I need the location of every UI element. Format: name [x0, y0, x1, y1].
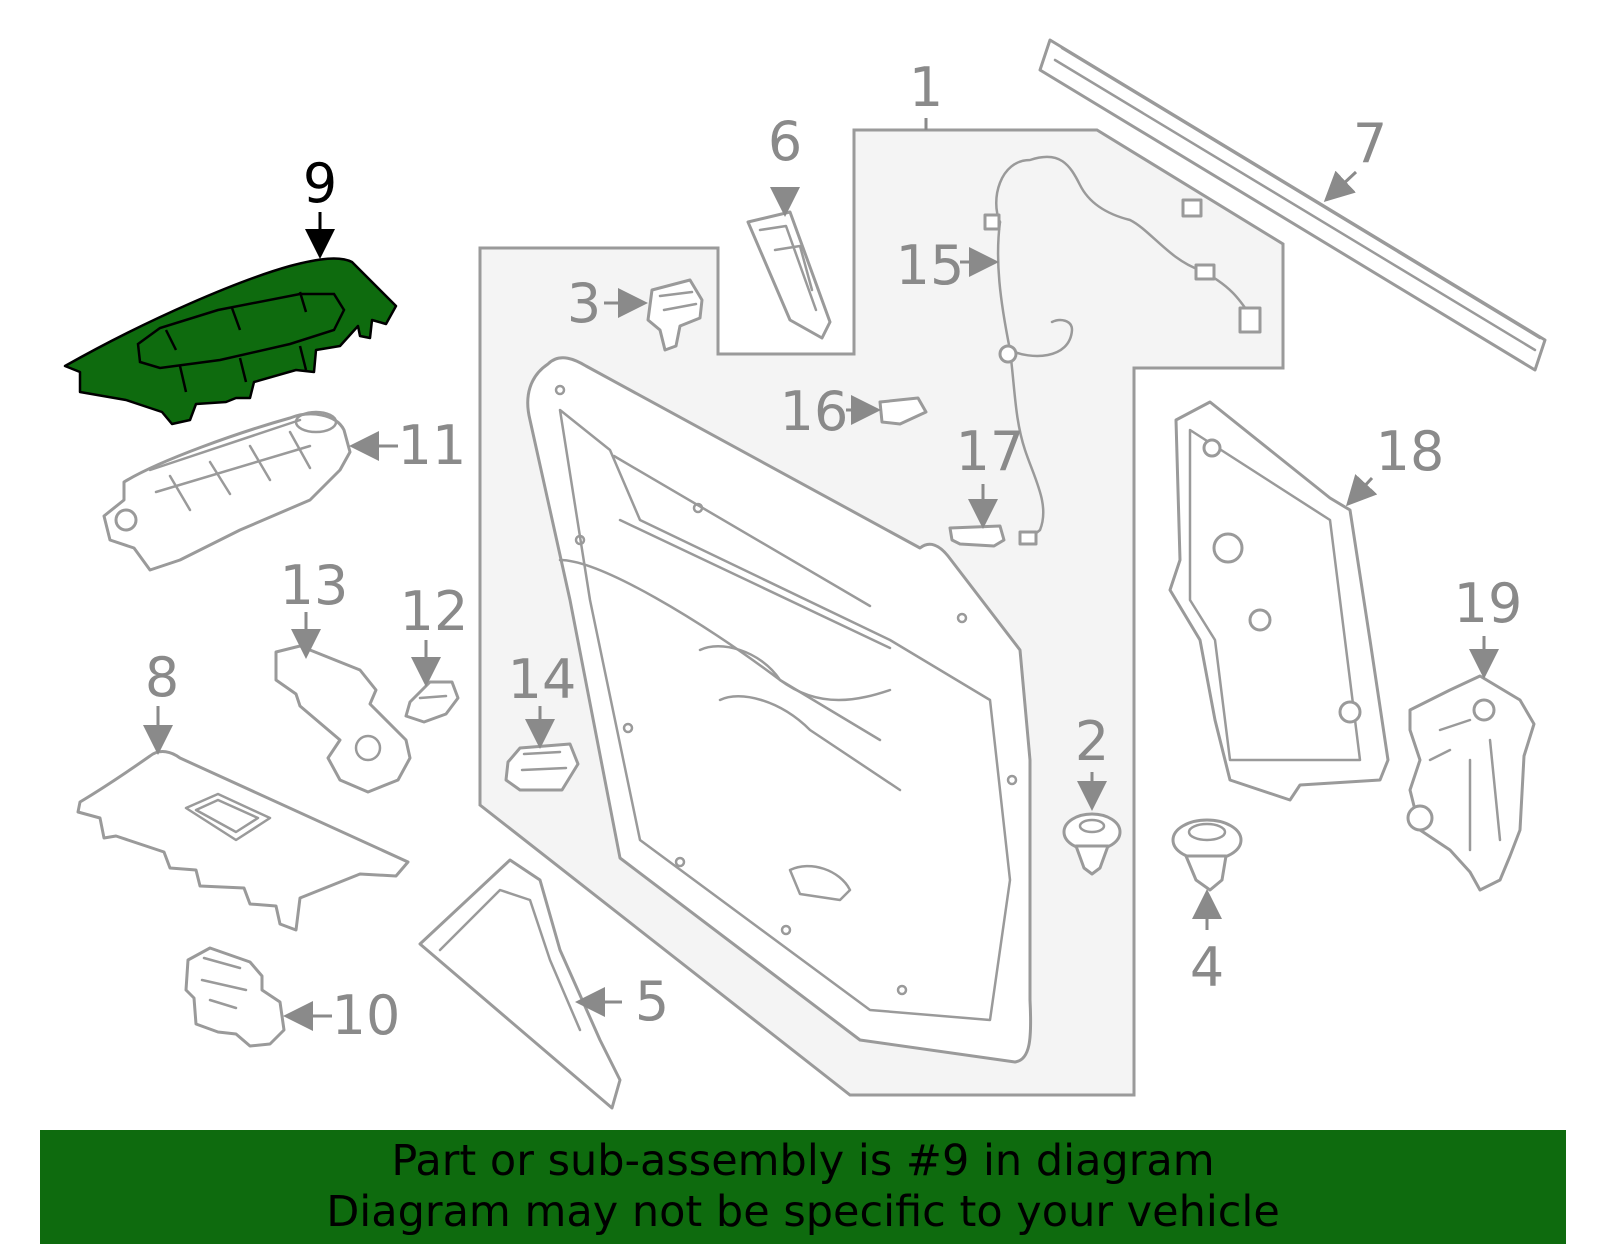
callout-4: 4 [1190, 936, 1224, 999]
callout-11: 11 [398, 414, 467, 477]
callout-6: 6 [768, 110, 802, 173]
part-19-lock-actuator[interactable] [1406, 674, 1536, 892]
part-14-clip[interactable] [504, 742, 580, 792]
banner-line-2: Diagram may not be specific to your vehi… [326, 1187, 1280, 1237]
callout-9: 9 [303, 152, 337, 215]
callout-1: 1 [909, 56, 943, 119]
leader-7 [1323, 170, 1358, 203]
part-3-clip[interactable] [646, 278, 704, 352]
part-10-switch[interactable] [184, 946, 286, 1048]
part-13-bracket[interactable] [274, 644, 412, 794]
callout-12: 12 [400, 580, 469, 643]
callout-14: 14 [508, 648, 577, 711]
part-8-switch-bezel[interactable] [76, 750, 410, 932]
door-trim-panel[interactable] [526, 356, 1033, 1064]
part-5-lower-trim[interactable] [418, 858, 622, 1110]
leader-18 [1345, 473, 1378, 507]
part-9-switch-bezel[interactable] [63, 257, 398, 426]
part-7-belt-molding[interactable] [1038, 38, 1547, 372]
callout-17: 17 [956, 420, 1025, 483]
part-12-connector[interactable] [404, 680, 460, 724]
callout-13: 13 [280, 554, 349, 617]
part-17-bracket[interactable] [948, 524, 1006, 548]
part-16-connector[interactable] [878, 396, 928, 426]
callout-10: 10 [332, 984, 401, 1047]
callout-18: 18 [1376, 420, 1445, 483]
callout-5: 5 [635, 970, 669, 1033]
callout-8: 8 [145, 646, 179, 709]
info-banner: Part or sub-assembly is #9 in diagram Di… [40, 1130, 1566, 1244]
callout-3: 3 [567, 272, 601, 335]
part-15-wiring-harness[interactable] [983, 155, 1262, 546]
callout-15: 15 [896, 234, 965, 297]
callout-2: 2 [1075, 710, 1109, 773]
part-6-switch-bezel[interactable] [746, 210, 832, 340]
part-4-clip[interactable] [1171, 818, 1243, 892]
part-11-window-switch[interactable] [102, 410, 352, 572]
part-2-push-pin[interactable] [1062, 812, 1122, 876]
callout-16: 16 [780, 380, 849, 443]
banner-line-1: Part or sub-assembly is #9 in diagram [391, 1136, 1215, 1186]
part-18-door-module[interactable] [1168, 400, 1390, 802]
callout-7: 7 [1353, 112, 1387, 175]
callout-19: 19 [1454, 572, 1523, 635]
